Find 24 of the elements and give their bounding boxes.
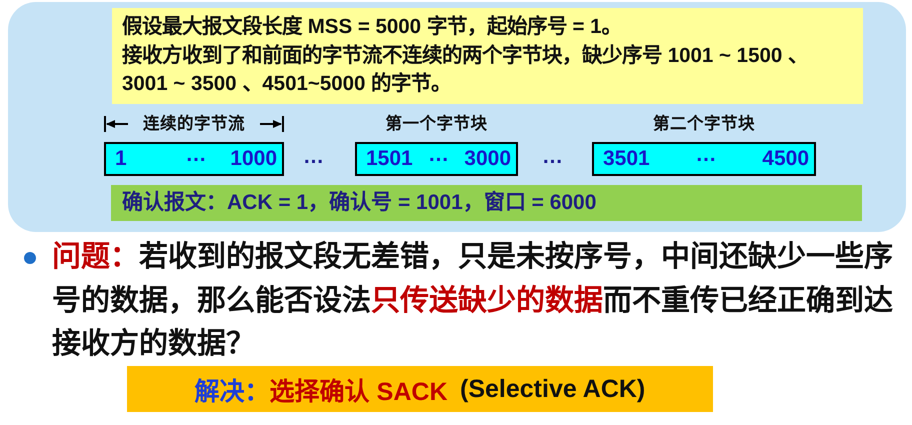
label-text: 解决： — [194, 377, 270, 407]
sequence-number: 1 — [115, 146, 127, 172]
ellipsis: … — [696, 142, 716, 168]
question-text: 问题：若收到的报文段无差错，只是未按序号，中间还缺少一些序号的数据，那么能否设法只传送缺少的数据而不重传已经正确到达接收方的数据？ — [52, 240, 894, 362]
paragraph: 接收方收到了和前面的字节流不连续的两个字节块，缺少序号 1001 ~ 1500 、3001 ~ 3500 、4501~5000 的字节。 — [122, 42, 809, 97]
heading: 连续的字节流 — [143, 114, 245, 135]
ellipsis: … — [428, 142, 449, 168]
sequence-number: 1501 — [366, 146, 413, 172]
heading: 第二个字节块 — [653, 114, 755, 135]
sequence-number: 4500 — [762, 146, 809, 172]
highlight-text: 选择确认 SACK — [270, 377, 448, 407]
sequence-number: 3000 — [464, 146, 511, 172]
solution-box — [127, 366, 713, 412]
message-box: 确认报文：ACK = 1，确认号 = 1001，窗口 = 6000 — [111, 185, 862, 221]
sequence-number: 1000 — [230, 146, 277, 172]
ellipsis: … — [186, 142, 206, 168]
ellipsis: … — [542, 145, 563, 169]
heading: 第一个字节块 — [386, 114, 488, 135]
body-text: (Selective ACK) — [460, 374, 646, 404]
panel — [8, 2, 906, 232]
sequence-number: 3501 — [603, 146, 650, 172]
paragraph: 假设最大报文段长度 MSS = 5000 字节，起始序号 = 1。 — [122, 14, 623, 40]
ellipsis: … — [303, 145, 324, 169]
note-box — [112, 8, 863, 104]
